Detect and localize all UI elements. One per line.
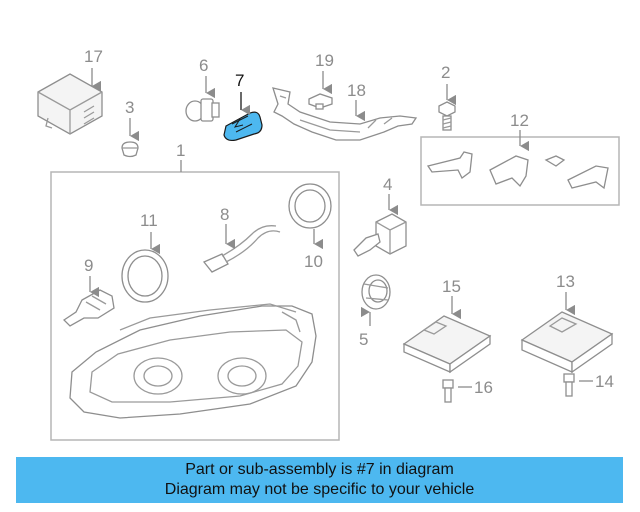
part-14-label: 14 (595, 372, 614, 391)
part-4-label: 4 (383, 175, 392, 194)
part-16-screw[interactable]: 16 (442, 378, 493, 403)
headlamp-assembly-box (50, 171, 340, 441)
banner-line-1: Part or sub-assembly is #7 in diagram (185, 461, 454, 478)
part-17-control-module[interactable]: 17 (37, 47, 103, 135)
part-6-bulb[interactable]: 6 (185, 56, 220, 122)
part-13-ballast[interactable]: 13 (520, 272, 614, 374)
part-16-label: 16 (474, 378, 493, 397)
part-17-label: 17 (84, 47, 103, 66)
part-9-label: 9 (84, 256, 93, 275)
info-banner: Part or sub-assembly is #7 in diagram Di… (16, 457, 623, 503)
part-5-label: 5 (359, 330, 368, 349)
part-12-label: 12 (510, 111, 529, 130)
part-10-cover[interactable]: 10 (288, 183, 332, 271)
part-8-bulb-socket[interactable]: 8 (202, 205, 281, 273)
part-2-label: 2 (441, 63, 450, 82)
part-10-label: 10 (304, 252, 323, 271)
part-13-label: 13 (556, 272, 575, 291)
part-1-label: 1 (176, 141, 185, 160)
part-9-socket[interactable]: 9 (62, 256, 115, 327)
part-6-label: 6 (199, 56, 208, 75)
part-18-label: 18 (347, 81, 366, 100)
part-14-screw[interactable]: 14 (563, 372, 614, 397)
part-5-igniter-cap[interactable]: 5 (359, 274, 391, 349)
part-11-ring[interactable]: 11 (121, 211, 169, 303)
part-3-cap[interactable]: 3 (121, 98, 140, 158)
headlamp-body[interactable] (69, 303, 317, 419)
part-4-xenon-bulb[interactable]: 4 (353, 175, 407, 257)
part-15-label: 15 (442, 277, 461, 296)
parts-diagram: 17 6 7 3 19 18 (37, 47, 620, 441)
part-11-label: 11 (140, 211, 158, 230)
part-8-label: 8 (220, 205, 229, 224)
part-3-label: 3 (125, 98, 134, 117)
part-19-screw[interactable]: 19 (308, 51, 334, 110)
part-19-label: 19 (315, 51, 334, 70)
banner-line-2: Diagram may not be specific to your vehi… (164, 481, 475, 498)
part-7-bulb-highlighted[interactable]: 7 (223, 71, 263, 142)
part-2-bolt[interactable]: 2 (438, 63, 457, 131)
part-18-trim-strip[interactable]: 18 (272, 81, 418, 141)
part-15-ballast[interactable]: 15 (402, 277, 492, 374)
part-12-bracket-set[interactable]: 12 (426, 111, 609, 190)
part-7-label: 7 (235, 71, 244, 90)
part-1-headlamp[interactable]: 1 (176, 141, 185, 172)
